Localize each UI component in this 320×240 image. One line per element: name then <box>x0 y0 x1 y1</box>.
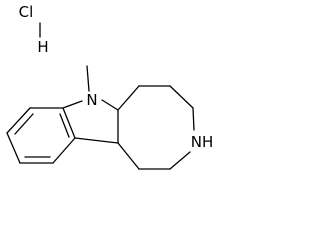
bond-n-c4 <box>169 151 191 170</box>
bond-c5-c10b <box>117 142 140 170</box>
hydrochloride-salt: Cl H <box>19 3 49 56</box>
hydrogen-atom-label: H <box>37 38 48 56</box>
bond-c6-c5 <box>6 132 21 164</box>
chlorine-atom-label: Cl <box>19 3 34 21</box>
indole-nitrogen: N <box>86 65 98 109</box>
bond-c5a-c1 <box>117 85 140 111</box>
indole-nitrogen-label: N <box>86 91 97 109</box>
benzene-ring <box>6 107 76 164</box>
n-methyl-bond <box>86 65 90 92</box>
bond-c7-c6 <box>6 107 31 134</box>
bond-c7a-n <box>62 100 83 109</box>
double-bond-c7-c6 <box>14 113 34 135</box>
azepine-nitrogen-label: NH <box>191 133 214 151</box>
bond-c3a-c7a <box>62 107 76 139</box>
bond-c3-n <box>192 107 195 131</box>
pyrrole-ring <box>62 99 119 144</box>
azepine-ring <box>117 85 195 170</box>
chemical-structure: Cl H N NH <box>6 3 214 170</box>
bond-n-c5a <box>101 99 119 111</box>
bond-c2-c3 <box>169 85 194 109</box>
bond-c10b-c3a <box>74 137 119 144</box>
bond-c4-c3a <box>52 137 76 164</box>
double-bond-c3a-c7a <box>59 113 70 138</box>
